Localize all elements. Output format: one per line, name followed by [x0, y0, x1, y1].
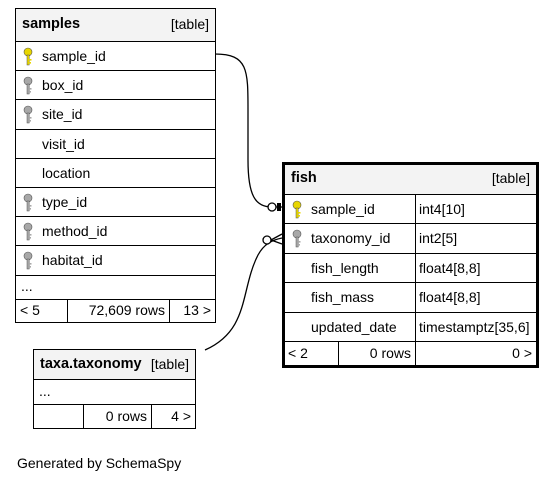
- table-header: samples [table]: [16, 9, 215, 42]
- column-row-updated-date[interactable]: updated_date timestamptz[35,6]: [285, 312, 536, 342]
- column-name: fish_mass: [311, 289, 375, 306]
- table-header: taxa.taxonomy [table]: [34, 350, 195, 380]
- table-tag: [table]: [491, 170, 530, 186]
- column-type: float4[8,8]: [419, 259, 481, 276]
- children-count[interactable]: 13 >: [169, 299, 215, 322]
- column-name: type_id: [42, 194, 88, 210]
- column-name: taxonomy_id: [311, 230, 391, 247]
- column-row-site-id[interactable]: site_id: [16, 100, 215, 130]
- table-header: fish [table]: [285, 165, 536, 195]
- column-divider: [415, 312, 416, 341]
- column-row-sample-id[interactable]: sample_id int4[10]: [285, 195, 536, 225]
- table-footer: < 5 72,609 rows 13 >: [16, 299, 215, 322]
- table-name: samples: [22, 16, 81, 32]
- column-type: int4[10]: [419, 201, 465, 217]
- column-name: site_id: [42, 106, 83, 123]
- foreign-key-icon: [23, 76, 33, 95]
- more-columns: ...: [21, 278, 33, 294]
- column-row-sample-id[interactable]: sample_id: [16, 42, 215, 72]
- children-count[interactable]: 4 >: [151, 405, 195, 428]
- column-row-location[interactable]: location: [16, 159, 215, 188]
- parents-count[interactable]: [34, 405, 83, 428]
- column-row-type-id[interactable]: type_id: [16, 188, 215, 218]
- relationship-samples-fish: [214, 53, 282, 208]
- column-row-fish-mass[interactable]: fish_mass float4[8,8]: [285, 283, 536, 313]
- relationship-end-circle: [262, 235, 272, 245]
- table-tag: [table]: [150, 356, 189, 372]
- column-name: sample_id: [311, 201, 375, 217]
- column-name: fish_length: [311, 259, 379, 276]
- column-name: method_id: [42, 223, 108, 240]
- column-row-taxonomy-id[interactable]: taxonomy_id int2[5]: [285, 224, 536, 254]
- table-tag: [table]: [170, 16, 209, 32]
- column-row-habitat-id[interactable]: habitat_id: [16, 246, 215, 276]
- row-count: 0 rows: [338, 342, 415, 365]
- parents-count[interactable]: < 5: [20, 302, 40, 318]
- column-name: box_id: [42, 77, 84, 94]
- relationship-taxonomy-fish: [204, 237, 283, 351]
- column-divider: [415, 283, 416, 312]
- table-fish[interactable]: fish [table] sample_id int4[10] taxonomy_i…: [282, 162, 539, 368]
- table-name: taxa.taxonomy: [40, 356, 142, 372]
- row-count: 72,609 rows: [67, 299, 169, 322]
- column-name: updated_date: [311, 318, 397, 335]
- more-columns-row: ...: [16, 275, 215, 300]
- foreign-key-icon: [23, 252, 33, 270]
- column-row-visit-id[interactable]: visit_id: [16, 130, 215, 159]
- table-footer: < 2 0 rows 0 >: [285, 342, 536, 365]
- parents-count[interactable]: < 2: [288, 345, 308, 361]
- foreign-key-icon: [23, 193, 33, 212]
- column-row-box-id[interactable]: box_id: [16, 71, 215, 101]
- column-type: timestamptz[35,6]: [419, 318, 530, 335]
- column-divider: [415, 224, 416, 253]
- foreign-key-icon: [292, 230, 302, 248]
- row-count: 0 rows: [83, 405, 151, 428]
- column-name: habitat_id: [42, 252, 103, 269]
- generated-by-caption: Generated by SchemaSpy: [17, 455, 182, 471]
- children-count[interactable]: 0 >: [415, 342, 536, 365]
- primary-key-icon: [23, 47, 33, 66]
- foreign-key-icon: [23, 106, 33, 124]
- relationship-crowfoot: [270, 233, 283, 245]
- column-type: int2[5]: [419, 230, 458, 247]
- column-name: visit_id: [42, 135, 85, 152]
- column-divider: [415, 253, 416, 283]
- column-row-fish-length[interactable]: fish_length float4[8,8]: [285, 253, 536, 284]
- foreign-key-icon: [23, 222, 33, 241]
- relationship-end-circle: [267, 202, 277, 212]
- table-footer: 0 rows 4 >: [34, 405, 195, 428]
- more-columns: ...: [39, 383, 51, 399]
- relationship-end-bar: [277, 203, 281, 211]
- column-name: location: [42, 164, 91, 181]
- table-taxonomy[interactable]: taxa.taxonomy [table] ... 0 rows 4 >: [33, 349, 196, 429]
- column-row-method-id[interactable]: method_id: [16, 217, 215, 247]
- table-name: fish: [291, 170, 317, 186]
- primary-key-icon: [292, 200, 302, 219]
- more-columns-row: ...: [34, 380, 195, 405]
- column-name: sample_id: [42, 48, 106, 64]
- column-divider: [415, 195, 416, 224]
- column-type: float4[8,8]: [419, 289, 481, 306]
